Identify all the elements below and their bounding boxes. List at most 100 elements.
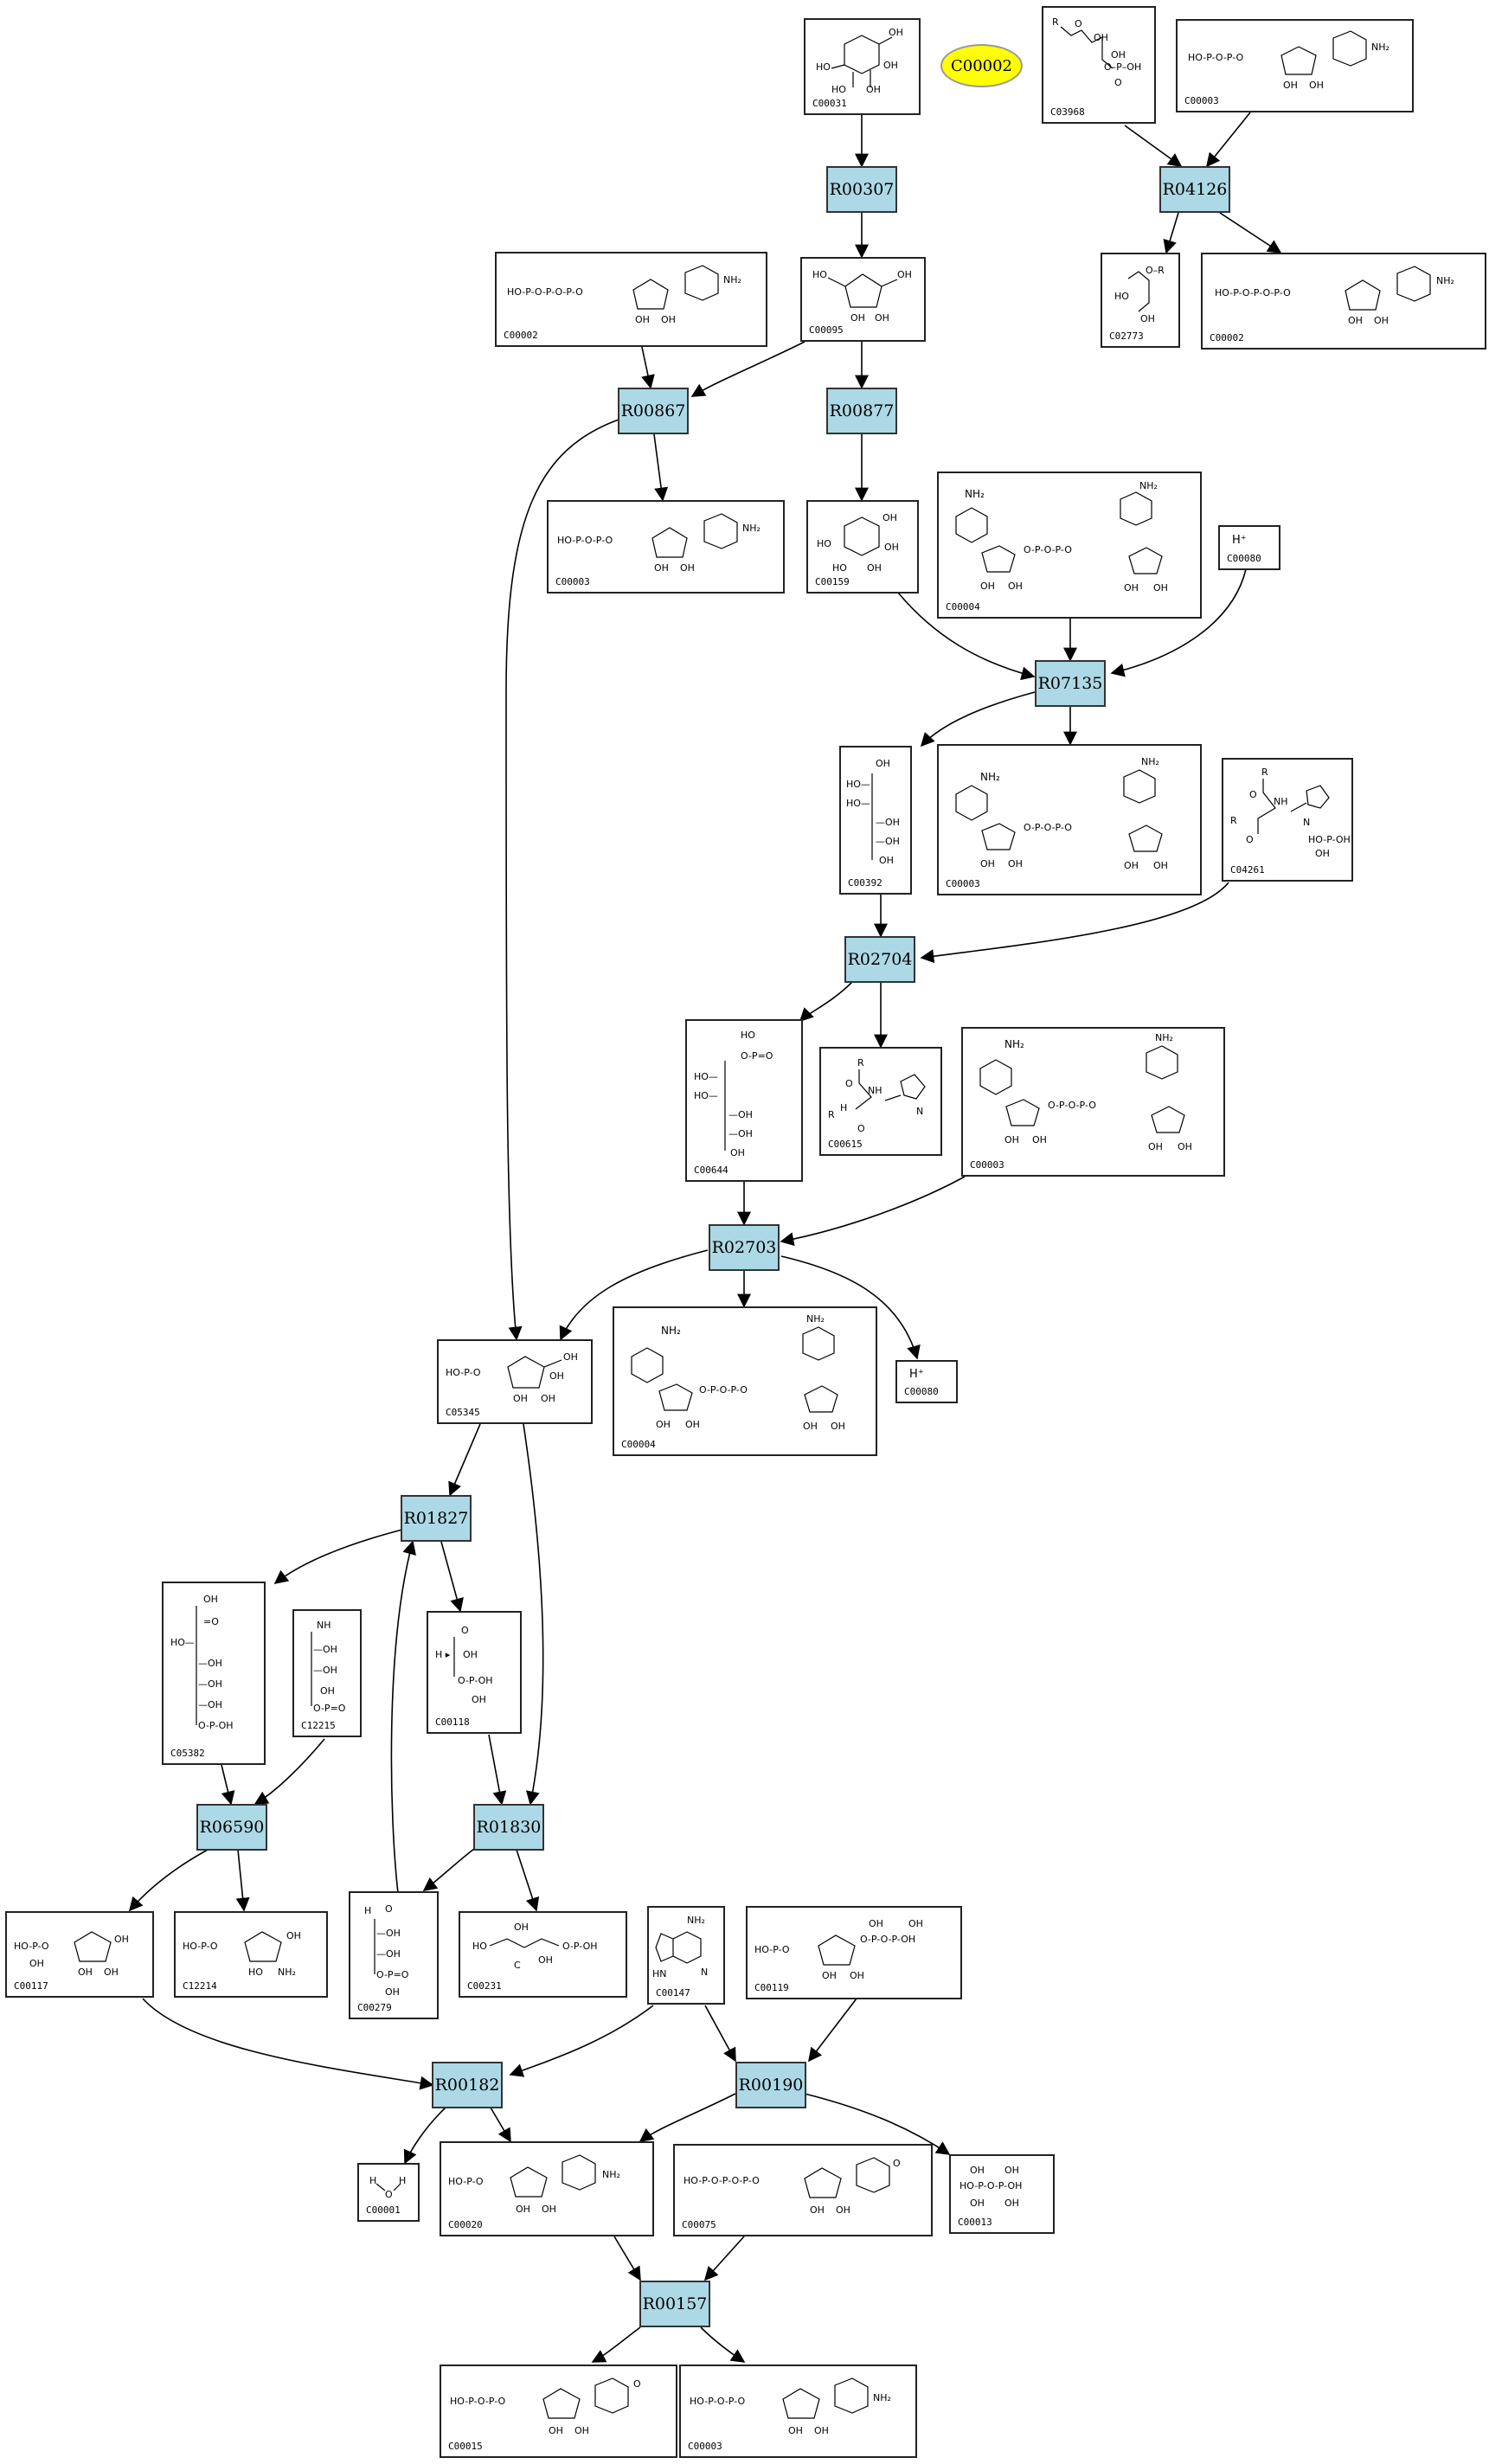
compound-id: C00080 xyxy=(904,1386,939,1397)
svg-text:OH: OH xyxy=(883,60,898,71)
compound-id: C00020 xyxy=(448,2219,483,2230)
svg-text:OH: OH xyxy=(810,2204,825,2216)
svg-text:OH: OH xyxy=(970,2165,985,2176)
svg-text:HO-P-O: HO-P-O xyxy=(14,1941,49,1952)
svg-text:H: H xyxy=(840,1102,847,1113)
reaction-node[interactable]: R04126 xyxy=(1159,166,1230,213)
svg-text:=O: =O xyxy=(203,1616,219,1627)
reaction-node[interactable]: R02703 xyxy=(709,1224,780,1271)
edge xyxy=(613,2236,641,2281)
svg-text:N: N xyxy=(1303,817,1310,828)
svg-text:O: O xyxy=(845,1078,853,1089)
pathway-title-node[interactable]: C00002 xyxy=(940,44,1023,87)
reaction-node[interactable]: R07135 xyxy=(1035,660,1106,707)
compound-id: C00075 xyxy=(682,2219,716,2230)
compound-node[interactable]: H⁺ C00080 xyxy=(895,1360,958,1403)
svg-text:HO-P-O-P-O: HO-P-O-P-O xyxy=(557,535,613,546)
reaction-node[interactable]: R00157 xyxy=(639,2281,710,2327)
svg-text:OH: OH xyxy=(1008,581,1023,592)
svg-text:OH: OH xyxy=(685,1419,700,1430)
svg-text:OH: OH xyxy=(980,581,995,592)
edge xyxy=(639,2093,736,2142)
reaction-node[interactable]: R02704 xyxy=(844,936,915,983)
svg-text:OH: OH xyxy=(1004,2198,1019,2209)
edge xyxy=(448,1423,481,1497)
reaction-node[interactable]: R00307 xyxy=(826,166,897,213)
hplus-label: H⁺ xyxy=(909,1367,924,1381)
svg-text:—OH: —OH xyxy=(198,1699,222,1710)
compound-id: C12214 xyxy=(183,1980,217,1992)
svg-text:OH: OH xyxy=(814,2425,829,2436)
svg-text:OH: OH xyxy=(876,758,890,769)
edge xyxy=(254,1738,325,1805)
svg-text:OH: OH xyxy=(831,1421,845,1432)
svg-text:OH: OH xyxy=(549,1370,564,1382)
svg-text:—OH: —OH xyxy=(198,1658,222,1669)
svg-text:OH: OH xyxy=(516,2204,530,2215)
reaction-node[interactable]: R00867 xyxy=(618,388,689,434)
svg-text:OH: OH xyxy=(1124,860,1139,871)
structure-sedoheptulose-phosphate: OH=OHO——OH—OH—OHO-P-OH xyxy=(170,1594,234,1731)
edge xyxy=(700,2326,746,2363)
svg-text:OH: OH xyxy=(1148,1141,1163,1152)
edge xyxy=(516,1849,540,1912)
reaction-node[interactable]: R00190 xyxy=(735,2062,806,2108)
compound-id: C00003 xyxy=(1184,95,1219,106)
compound-id: C00117 xyxy=(14,1980,48,1992)
reaction-node[interactable]: R06590 xyxy=(196,1804,267,1851)
reaction-node[interactable]: R01827 xyxy=(401,1495,472,1542)
edge xyxy=(704,2005,736,2063)
svg-text:OH: OH xyxy=(680,562,695,574)
svg-text:HO: HO xyxy=(1114,291,1129,302)
reaction-node[interactable]: R00877 xyxy=(826,388,897,434)
edge xyxy=(639,338,655,389)
svg-text:OH: OH xyxy=(730,1147,745,1158)
svg-text:OH: OH xyxy=(1315,848,1330,859)
svg-text:O-P-OH: O-P-OH xyxy=(562,1941,598,1952)
reaction-node[interactable]: R00182 xyxy=(432,2062,503,2108)
reaction-node[interactable]: R01830 xyxy=(473,1804,544,1851)
svg-text:—OH: —OH xyxy=(198,1678,222,1690)
compound-node[interactable]: H⁺ C00080 xyxy=(1218,525,1280,570)
svg-text:OH: OH xyxy=(542,2204,556,2215)
svg-text:—OH: —OH xyxy=(376,1928,401,1939)
svg-text:OH: OH xyxy=(850,1970,864,1981)
